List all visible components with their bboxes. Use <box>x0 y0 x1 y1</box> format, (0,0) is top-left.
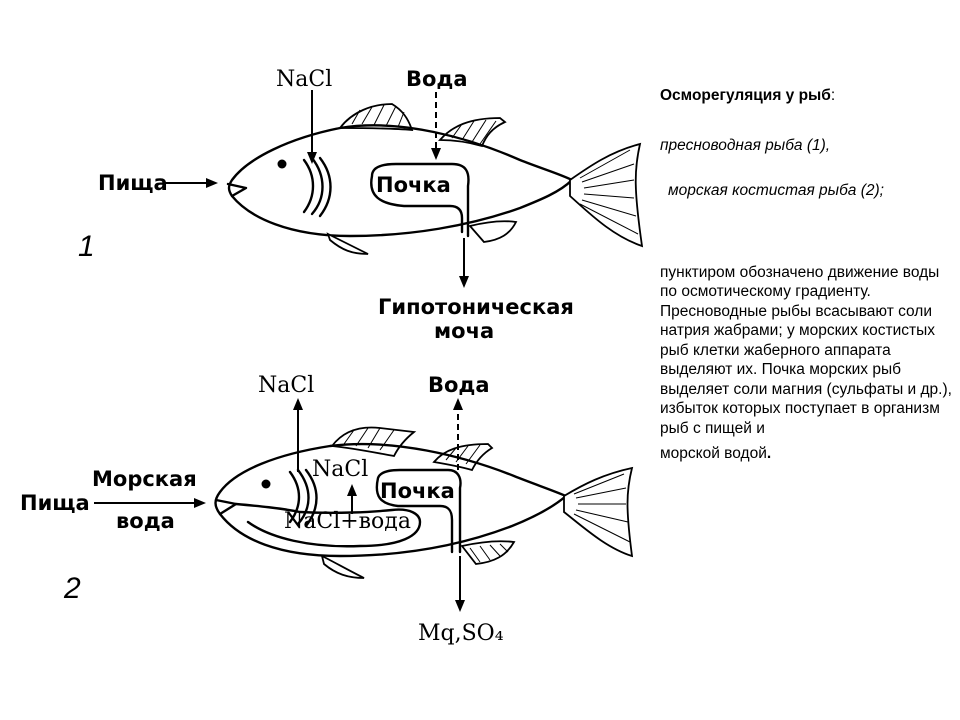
fish-1-arrows <box>163 90 469 288</box>
fish-2-pelvic-fin <box>320 554 365 579</box>
fish-2-nacl-in-label: NaCl <box>312 457 368 482</box>
fish-1-gill-2 <box>310 156 324 216</box>
fish-1-food-label: Пища <box>98 171 168 195</box>
fish-2-tail <box>563 466 634 558</box>
fish-2-kidney-label: Почка <box>380 479 455 503</box>
fish-2: Пища Морская вода NaCl NaCl Вода Почка N… <box>20 373 634 646</box>
fish-2-gut <box>234 502 422 548</box>
side-panel-title: Осморегуляция у рыб <box>660 87 831 104</box>
fish-2-anal-fin-rays <box>469 543 509 563</box>
side-panel-item-marine: морская костистая рыба (2); <box>668 182 884 199</box>
fish-1-urine-label-line1: Гипотоническая <box>378 295 574 319</box>
fish-2-number: 2 <box>63 572 81 605</box>
fish-2-gill-2 <box>296 468 310 526</box>
side-panel-paragraph-block: пунктиром обозначено движение воды по ос… <box>660 263 960 464</box>
fish-1-number: 1 <box>78 230 95 263</box>
fish-2-nacl-out-label: NaCl <box>258 373 314 398</box>
fish-2-seawater-label-line2: вода <box>116 509 175 533</box>
fish-2-eye <box>261 479 271 489</box>
fish-2-water-label: Вода <box>428 373 490 397</box>
fish-1-body <box>227 124 574 238</box>
fish-2-nacl-water-label: NaCl+вода <box>284 509 411 534</box>
side-panel-title-line: Осморегуляция у рыб: <box>660 86 960 106</box>
fish-2-anal-fin <box>460 540 516 565</box>
fish-1-nacl-label: NaCl <box>276 67 332 92</box>
fish-1-kidney <box>370 162 470 238</box>
fish-2-body <box>214 442 568 558</box>
fish-1-eye <box>277 159 287 169</box>
fish-2-mgso4-label: Mq,SO₄ <box>418 621 504 646</box>
fish-1-anal-fin <box>468 220 518 243</box>
fish-2-kidney <box>375 468 462 554</box>
fish-1-fin-rays <box>351 104 497 145</box>
fish-1-tail-rays <box>579 149 639 235</box>
fish-2-tail-rays <box>573 473 631 543</box>
fish-1-pelvic-fin <box>326 232 369 255</box>
fish-1-urine-label-line2: моча <box>434 319 494 343</box>
fish-1-mouth <box>226 182 248 198</box>
side-panel-title-suffix: : <box>830 87 836 104</box>
fish-1-gill-1 <box>302 158 315 214</box>
fish-2-dorsal-fin-front <box>330 426 417 458</box>
fish-2-arrows <box>94 398 465 612</box>
fish-1-gill-3 <box>318 156 332 218</box>
fish-2-gill-3 <box>304 468 318 528</box>
fish-1-tail <box>569 142 644 248</box>
side-panel-item-freshwater: пресноводная рыба (1), <box>660 136 831 154</box>
side-panel-paragraph: пунктиром обозначено движение воды по ос… <box>660 263 952 437</box>
fish-2-gill-1 <box>288 470 301 524</box>
side-panel: Осморегуляция у рыб: пресноводная рыба (… <box>660 86 960 464</box>
side-panel-paragraph-tail: морской водой <box>660 445 767 462</box>
fish-2-food-label: Пища <box>20 491 90 515</box>
fish-1-kidney-label: Почка <box>376 173 451 197</box>
side-panel-paragraph-end: . <box>766 445 772 462</box>
fish-2-seawater-label-line1: Морская <box>92 467 197 491</box>
fish-1: Пища NaCl Вода Почка Гипотоническая моча… <box>78 67 644 343</box>
fish-1-water-label: Вода <box>406 67 468 91</box>
